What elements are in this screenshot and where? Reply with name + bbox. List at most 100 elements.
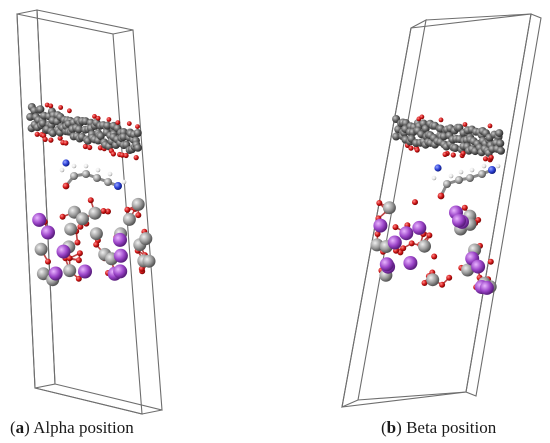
oxygen-atom [63, 140, 69, 146]
carbon-atom [142, 254, 156, 268]
carbon-atom [103, 121, 112, 130]
oxygen-atom [100, 208, 107, 214]
oxygen-atom [59, 213, 66, 220]
oxygen-atom [482, 156, 489, 162]
oxide-slab [32, 197, 156, 287]
caption-letter: b [386, 418, 397, 437]
oxygen-atom [48, 137, 54, 143]
hydrogen-atom [95, 167, 101, 173]
oxygen-atom [138, 265, 145, 272]
oxygen-atom [412, 199, 418, 206]
metal-atom [32, 212, 47, 227]
panel-beta [341, 13, 542, 408]
caption-label: Alpha position [33, 418, 134, 437]
nitrogen-atom [114, 182, 122, 190]
hydrogen-atom [59, 167, 65, 173]
oxygen-atom [75, 257, 82, 264]
oxygen-atom [408, 145, 414, 151]
oxygen-atom [87, 197, 94, 204]
oxygen-atom [76, 250, 83, 257]
metal-atom [113, 248, 128, 263]
oxygen-atom [105, 208, 111, 215]
hydrogen-atom [431, 175, 437, 181]
oxygen-atom [376, 200, 383, 206]
metal-atom [399, 226, 414, 241]
metal-atom [56, 244, 71, 259]
hydrogen-atom [469, 167, 475, 173]
oxygen-atom [487, 123, 493, 129]
adsorbed-molecule [59, 159, 127, 190]
hydrogen-atom [458, 169, 464, 175]
carbon-atom [63, 264, 77, 278]
carbon-atom [36, 267, 50, 281]
carbon-atom [133, 143, 142, 152]
carbon-atom [70, 172, 78, 180]
metal-atom [471, 259, 486, 274]
graphene-layer [392, 114, 505, 163]
carbon-atom [88, 206, 102, 220]
oxygen-atom [135, 212, 142, 219]
carbon-atom [82, 170, 90, 178]
oxygen-atom [419, 114, 425, 120]
metal-atom [113, 232, 127, 247]
oxygen-atom [450, 152, 456, 158]
hydrogen-atom [121, 179, 127, 185]
oxygen-atom [92, 114, 97, 119]
oxygen-atom [421, 280, 428, 286]
metal-atom [387, 235, 402, 250]
oxygen-atom [133, 155, 139, 161]
oxygen-atom [431, 253, 438, 260]
oxygen-atom [95, 115, 101, 121]
oxygen-atom [123, 152, 129, 159]
oxygen-atom [82, 143, 88, 150]
nitrogen-atom [434, 164, 442, 172]
oxygen-atom [97, 145, 103, 151]
oxygen-atom [124, 206, 131, 213]
oxygen-atom [57, 135, 63, 141]
metal-atom [373, 218, 388, 233]
oxygen-atom [75, 275, 82, 282]
oxygen-atom [74, 239, 81, 246]
carbon-atom [38, 119, 47, 128]
oxygen-atom [446, 274, 453, 281]
oxygen-atom [426, 232, 433, 239]
caption-panel-a: (a) Alpha position [10, 418, 134, 437]
oxygen-atom [374, 231, 381, 237]
metal-atom [113, 264, 128, 279]
carbon-atom [75, 125, 83, 134]
hydrogen-atom [448, 173, 454, 179]
caption-label: Beta position [406, 418, 497, 437]
carbon-atom [93, 174, 101, 182]
carbon-atom [478, 170, 486, 178]
oxygen-atom [462, 122, 468, 127]
carbon-atom [96, 132, 105, 140]
carbon-atom [418, 239, 431, 253]
oxygen-atom [400, 245, 407, 252]
carbon-atom [36, 105, 45, 114]
carbon-atom [89, 227, 103, 241]
carbon-atom [495, 129, 504, 138]
carbon-atom [443, 180, 451, 188]
oxygen-atom [439, 281, 446, 288]
metal-atom [479, 280, 494, 295]
carbon-atom [122, 212, 136, 226]
metal-atom [403, 256, 418, 270]
carbon-atom [26, 112, 35, 121]
carbon-atom [392, 132, 401, 141]
carbon-atom [133, 129, 142, 137]
carbon-atom [139, 232, 153, 246]
metal-atom [452, 213, 466, 228]
oxygen-atom [48, 103, 54, 109]
carbon-atom [104, 178, 112, 186]
oxygen-atom [488, 154, 494, 160]
unit-cell-box [341, 13, 542, 408]
oxygen-atom [58, 105, 64, 110]
carbon-atom [451, 144, 460, 152]
carbon-atom [382, 201, 396, 215]
oxygen-atom [487, 258, 494, 265]
oxygen-atom [460, 150, 466, 156]
carbon-atom [76, 212, 89, 226]
oxygen-atom [414, 147, 420, 153]
carbon-atom [455, 176, 463, 184]
